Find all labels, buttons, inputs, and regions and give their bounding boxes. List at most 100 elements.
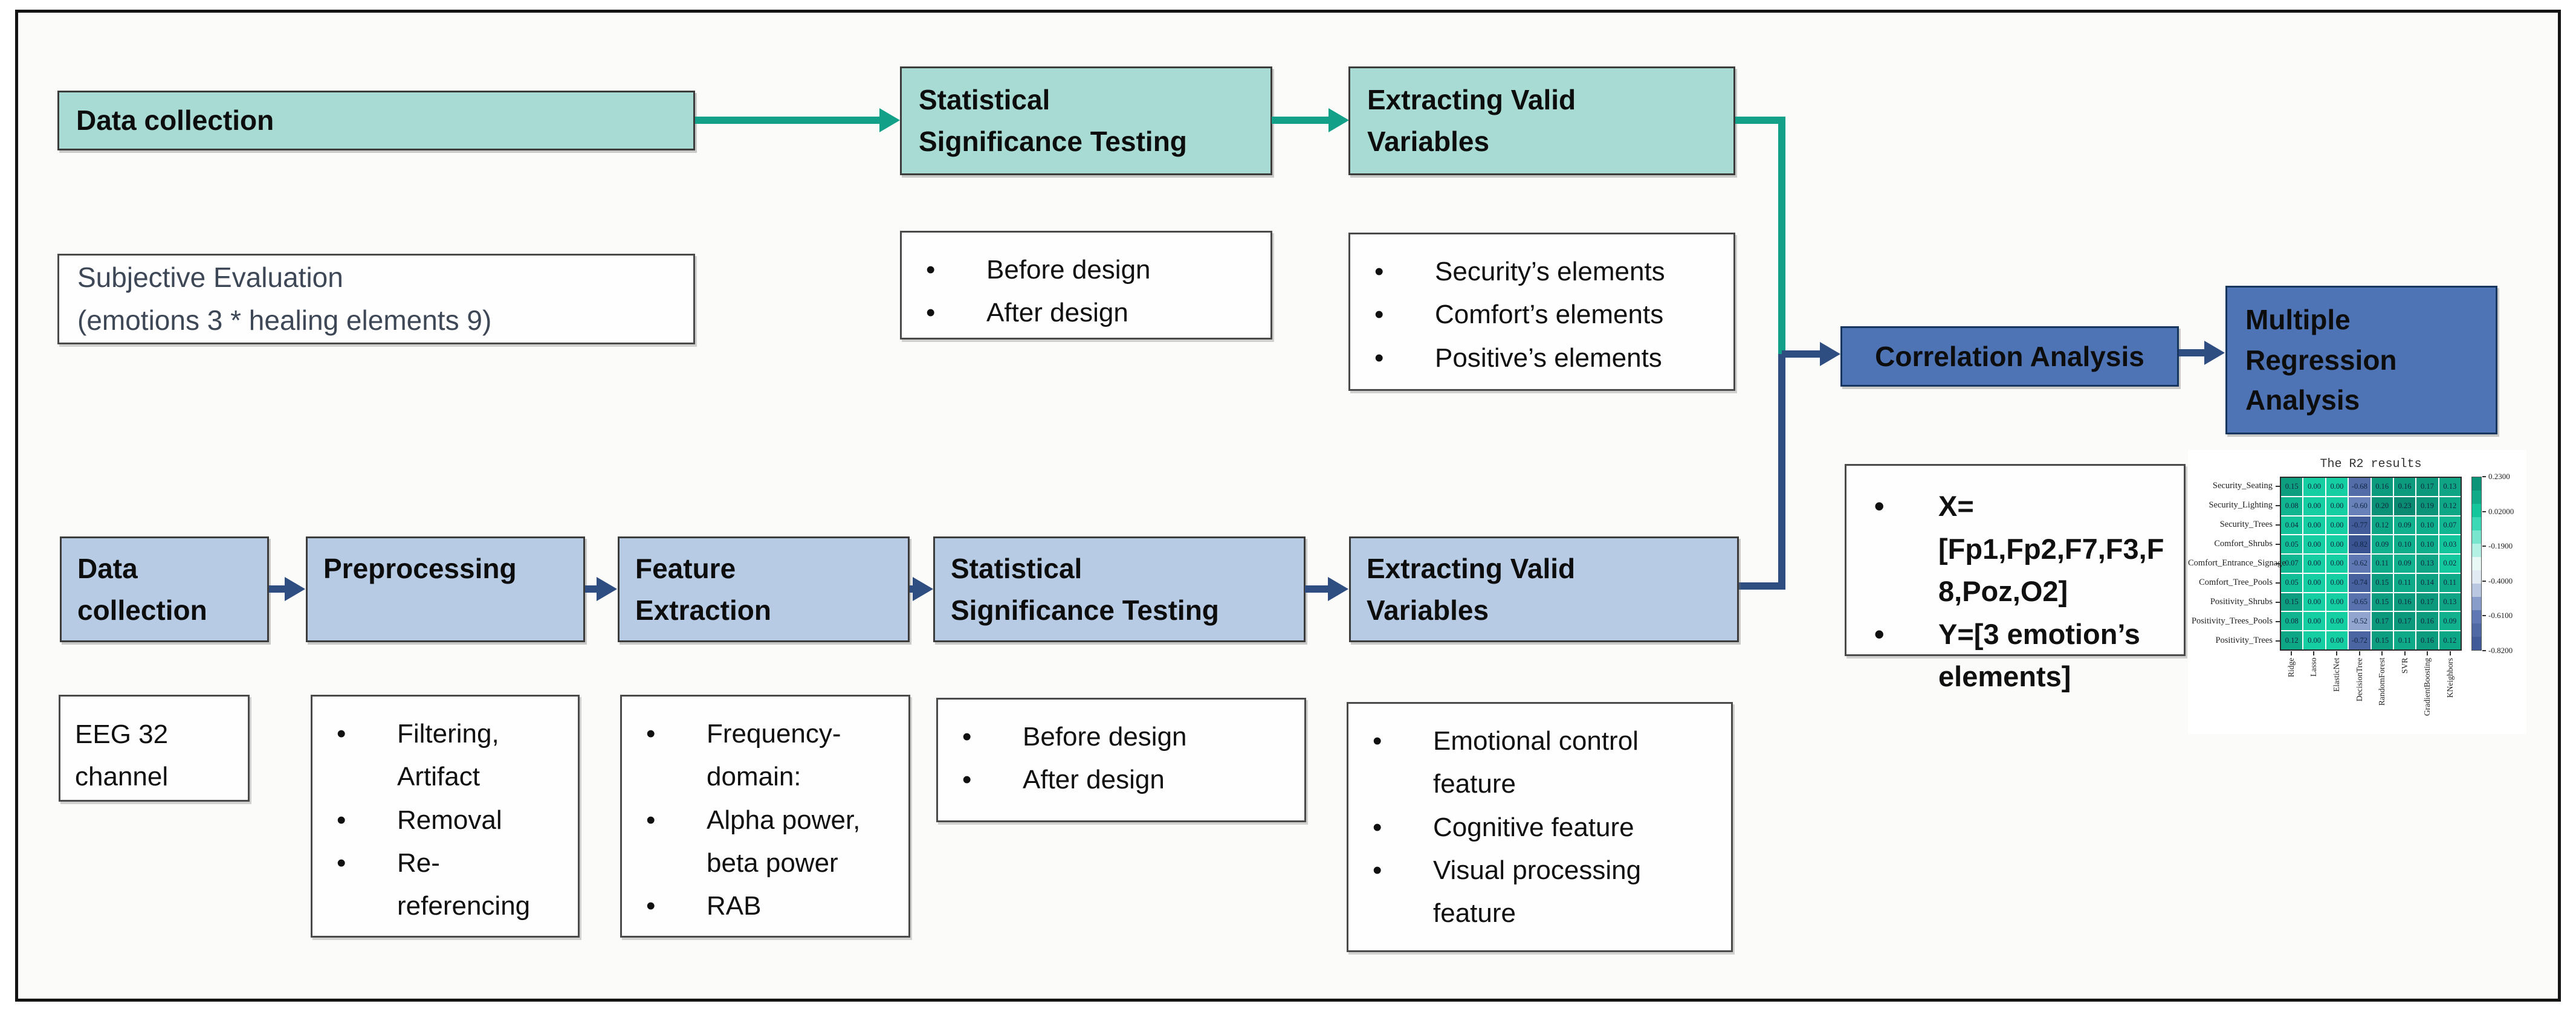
arrowhead-bottom-3: [913, 577, 933, 601]
box-label: Data: [77, 553, 138, 584]
connector-navy-horizontal: [1739, 582, 1785, 590]
heatmap-cell: 0.05: [2281, 535, 2303, 554]
heatmap-cell: 0.16: [2371, 478, 2393, 496]
heatmap-cell: 0.00: [2303, 593, 2325, 611]
box-label: Feature: [635, 553, 736, 584]
heatmap-cell: -0.77: [2349, 516, 2371, 535]
note-line: Subjective Evaluation: [77, 261, 343, 293]
bullet-list: Before design After design: [938, 700, 1304, 810]
bullet-item: Cognitive feature: [1373, 806, 1723, 849]
arrowhead-correlation: [1820, 342, 1840, 366]
box-label: Preprocessing: [323, 553, 517, 584]
heatmap-cell: 0.00: [2303, 555, 2325, 573]
box-label: Significance Testing: [919, 126, 1187, 157]
bullet-list: Before design After design: [902, 233, 1270, 343]
heatmap-colorbar-tick: [2482, 615, 2486, 617]
heatmap-row-label: Security_Trees: [2219, 520, 2273, 529]
heatmap-cell: 0.12: [2371, 516, 2393, 535]
heatmap-col-tick: [2427, 651, 2429, 655]
bullet-item: X=[Fp1,Fp2,F7,F3,F8,Poz,O2]: [1874, 485, 2174, 613]
bullet-item: Before design: [926, 248, 1262, 291]
heatmap-row-label: Comfort_Entrance_Signage: [2188, 558, 2286, 568]
heatmap-row-label: Security_Seating: [2212, 481, 2273, 491]
heatmap-row-tick: [2276, 505, 2280, 506]
arrow-line-bottom-3: [910, 585, 914, 593]
preprocessing-box: Preprocessing: [306, 536, 585, 642]
heatmap-colorbar-tick-label: -0.6100: [2488, 611, 2513, 620]
valid-elements-note: Security’s elements Comfort’s elements P…: [1348, 233, 1735, 391]
arrow-line-top-1: [695, 117, 879, 124]
box-label: Extracting Valid: [1367, 553, 1576, 584]
bullet-item: Frequency-domain:: [646, 712, 900, 799]
heatmap-row-tick: [2276, 563, 2280, 564]
arrow-line-regression: [2179, 349, 2204, 356]
bottom-design-note: Before design After design: [936, 698, 1306, 822]
heatmap-cell: -0.62: [2349, 555, 2371, 573]
eeg-features-note: Emotional control feature Cognitive feat…: [1347, 702, 1733, 952]
heatmap-colorbar-tick-label: -0.1900: [2488, 541, 2513, 551]
note-line: (emotions 3 * healing elements 9): [77, 304, 492, 336]
heatmap-row-label: Positivity_Trees: [2215, 636, 2273, 645]
multiple-regression-box: Multiple Regression Analysis: [2225, 286, 2497, 434]
heatmap-colorbar-tick-label: -0.8200: [2488, 646, 2513, 655]
heatmap-cell: 0.15: [2281, 478, 2303, 496]
heatmap-colorbar-tick: [2482, 546, 2486, 547]
top-design-note: Before design After design: [900, 231, 1272, 340]
heatmap-cell: 0.00: [2303, 535, 2325, 554]
heatmap-cell: 0.08: [2281, 497, 2303, 515]
heatmap-cell: 0.16: [2416, 612, 2438, 631]
heatmap-col-label: Ridge: [2286, 658, 2296, 678]
preprocessing-note: Filtering, Artifact Removal Re-referenci…: [311, 695, 580, 938]
heatmap-cell: -0.60: [2349, 497, 2371, 515]
eeg-data-collection-box: Data collection: [60, 536, 269, 642]
arrow-line-bottom-4: [1305, 585, 1329, 593]
heatmap-cell: 0.13: [2439, 593, 2461, 611]
bullet-list: Emotional control feature Cognitive feat…: [1348, 704, 1731, 943]
heatmap-col-label: GradientBoosting: [2422, 658, 2432, 716]
arrowhead-bottom-2: [597, 577, 617, 601]
heatmap-cell: 0.17: [2416, 478, 2438, 496]
bullet-item: After design: [962, 758, 1296, 801]
feature-extraction-box: Feature Extraction: [618, 536, 910, 642]
box-label: Variables: [1367, 126, 1490, 157]
heatmap-cell: 0.17: [2371, 612, 2393, 631]
heatmap-col-label: RandomForest: [2377, 658, 2387, 706]
arrowhead-top-2: [1328, 108, 1349, 132]
heatmap-cell: 0.23: [2393, 497, 2416, 515]
heatmap-cell: 0.00: [2326, 555, 2348, 573]
heatmap-cell: -0.68: [2349, 478, 2371, 496]
top-extracting-variables-box: Extracting Valid Variables: [1348, 66, 1735, 175]
box-label: Statistical: [919, 84, 1050, 115]
bullet-list: Frequency-domain: Alpha power, beta powe…: [622, 697, 908, 936]
heatmap-cell: 0.09: [2439, 612, 2461, 631]
top-significance-testing-box: Statistical Significance Testing: [900, 66, 1272, 175]
heatmap-colorbar-tick-label: 0.02000: [2488, 506, 2514, 516]
heatmap-row-label: Positivity_Trees_Pools: [2191, 616, 2273, 626]
box-label: Variables: [1367, 594, 1489, 626]
heatmap-cell: 0.16: [2393, 593, 2416, 611]
eeg-channel-note: EEG 32 channel: [59, 695, 250, 802]
heatmap-cell: 0.11: [2439, 573, 2461, 592]
box-label: Extraction: [635, 594, 771, 626]
bullet-item: Re-referencing: [337, 842, 569, 928]
bullet-list: Security’s elements Comfort’s elements P…: [1350, 234, 1733, 388]
connector-navy-vertical: [1778, 354, 1785, 590]
bullet-item: Emotional control feature: [1373, 720, 1723, 806]
bottom-significance-testing-box: Statistical Significance Testing: [933, 536, 1306, 642]
box-label: Multiple: [2245, 303, 2351, 335]
heatmap-colorbar-tick: [2482, 650, 2486, 651]
connector-green-horizontal: [1735, 117, 1785, 124]
heatmap-cell: 0.00: [2303, 612, 2325, 631]
heatmap-cell: 0.00: [2326, 593, 2348, 611]
heatmap-row-tick: [2276, 621, 2280, 622]
heatmap-colorbar-tick-label: 0.2300: [2488, 472, 2510, 481]
heatmap-cell: -0.74: [2349, 573, 2371, 592]
heatmap-cell: 0.16: [2416, 631, 2438, 649]
heatmap-cell: 0.12: [2281, 631, 2303, 649]
heatmap-cell: 0.03: [2439, 535, 2461, 554]
bullet-item: RAB: [646, 884, 900, 927]
subjective-evaluation-note: Subjective Evaluation (emotions 3 * heal…: [57, 254, 695, 344]
heatmap-cell: 0.11: [2393, 631, 2416, 649]
bullet-item: Removal: [337, 799, 569, 842]
